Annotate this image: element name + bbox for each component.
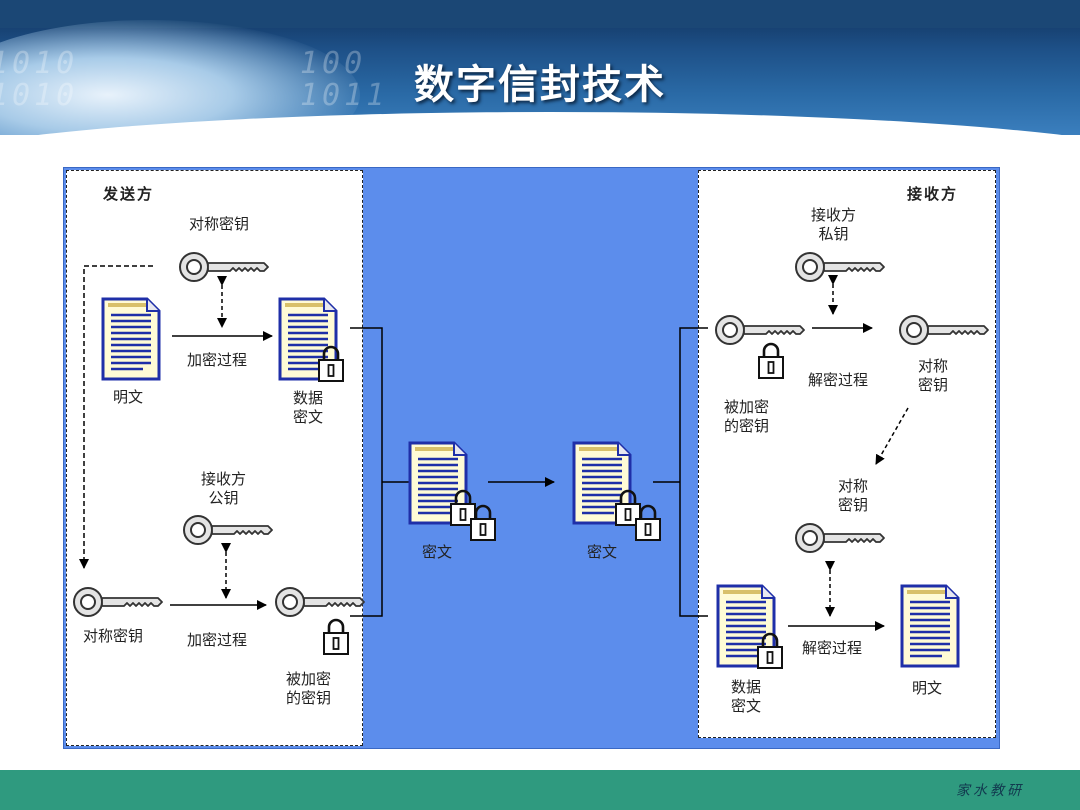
- footer-bar: 家水教研: [0, 770, 1080, 810]
- binary-decoration: 100: [300, 46, 367, 81]
- dashed-flow-line: [79, 265, 153, 569]
- sender-sym-key-bottom-label: 对称密钥: [83, 627, 144, 645]
- receiver-title: 接收方: [907, 185, 959, 203]
- receiver-plaintext-label: 明文: [912, 679, 943, 697]
- sender-encrypt-label-2: 加密过程: [187, 631, 248, 649]
- receiver-bracket: [679, 327, 708, 617]
- receiver-privkey-label: 接收方 私钥: [811, 206, 857, 243]
- page-title: 数字信封技术: [414, 61, 666, 108]
- sender-plaintext-label: 明文: [113, 388, 144, 406]
- sender-encrypted-key-icon: [275, 587, 365, 617]
- receiver-symmetric-key-icon: [899, 315, 989, 345]
- receiver-symmetric-key-lower-icon: [795, 523, 885, 553]
- sender-sym-key-label: 对称密钥: [189, 215, 250, 233]
- receiver-encrypted-key-icon: [715, 315, 805, 345]
- sender-encrypt-label: 加密过程: [187, 351, 248, 369]
- receiver-sym-key-label-2: 对称 密钥: [838, 477, 869, 514]
- footer-brand: 家水教研: [956, 783, 1024, 799]
- sender-pubkey-label: 接收方 公钥: [201, 470, 247, 507]
- sender-symmetric-key-icon: [179, 252, 269, 282]
- sender-public-key-icon: [183, 515, 273, 545]
- binary-decoration: 1011: [300, 78, 389, 113]
- sender-encrypted-key-label: 被加密 的密钥: [286, 670, 332, 707]
- padlock-icon: [757, 342, 785, 380]
- receiver-data-cipher-label: 数据 密文: [731, 678, 762, 715]
- receiver-decrypt-label: 解密过程: [808, 371, 869, 389]
- sender-data-cipher-label: 数据 密文: [293, 389, 324, 426]
- receiver-dashed-diagonal-arrow: [875, 407, 909, 465]
- sender-title: 发送方: [103, 185, 155, 203]
- receiver-plaintext-document-icon: [900, 584, 960, 668]
- sender-plaintext-document-icon: [101, 297, 161, 381]
- padlock-icon: [322, 618, 350, 656]
- receiver-decrypt-label-2: 解密过程: [802, 639, 863, 657]
- sender-symmetric-key-bottom-icon: [73, 587, 163, 617]
- receiver-private-key-icon: [795, 252, 885, 282]
- middle-cipher-label-right: 密文: [587, 543, 618, 561]
- sender-bracket: [350, 327, 383, 617]
- header-curve: [0, 112, 1080, 135]
- middle-cipher-label-left: 密文: [422, 543, 453, 561]
- receiver-encrypted-key-label: 被加密 的密钥: [724, 398, 770, 435]
- receiver-sym-key-label: 对称 密钥: [918, 357, 949, 394]
